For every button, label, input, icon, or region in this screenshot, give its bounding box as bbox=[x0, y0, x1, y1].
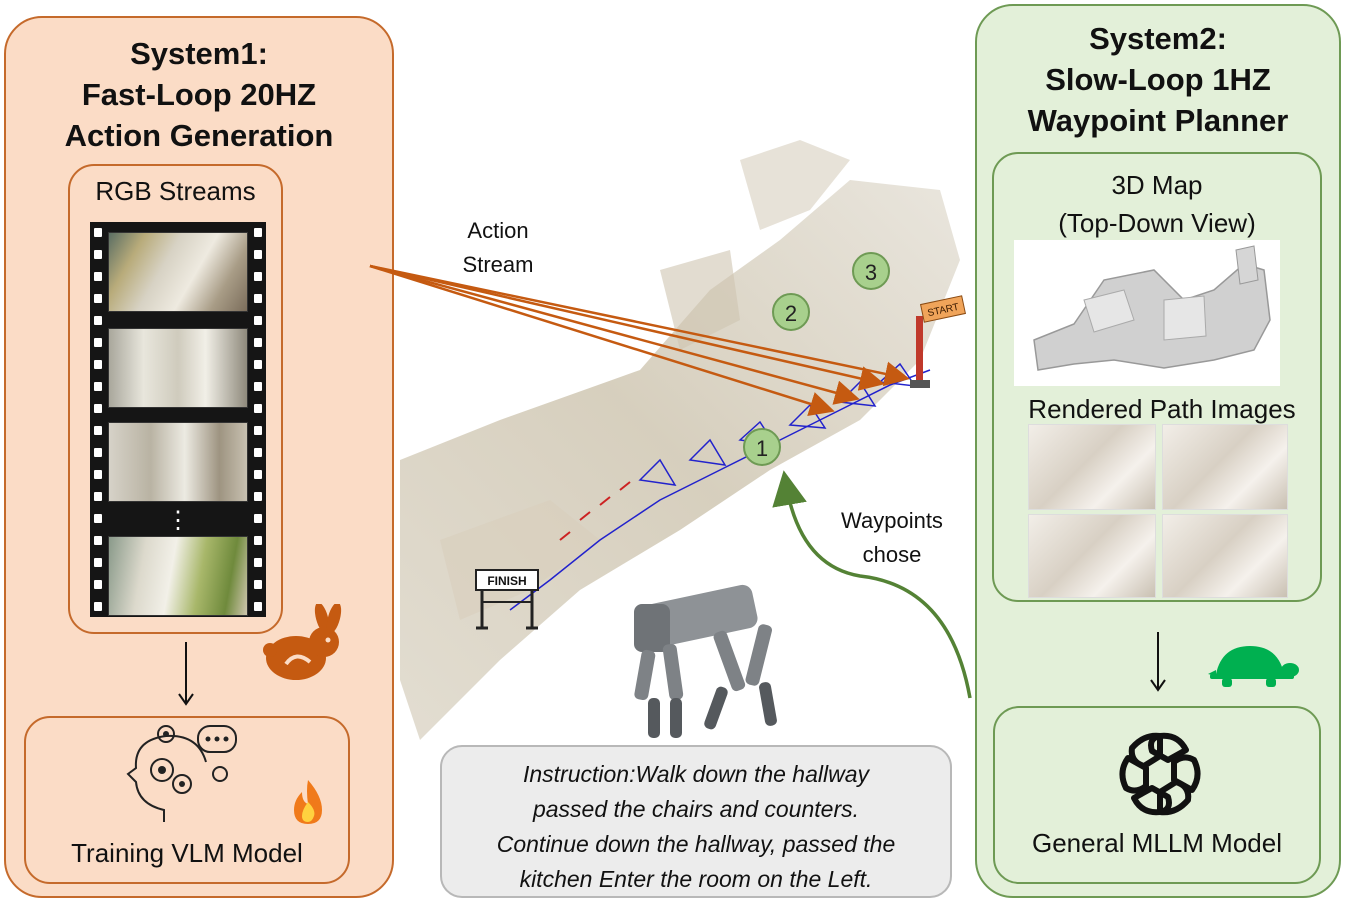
action-stream-arrows bbox=[369, 264, 910, 416]
rendered-path-image-2 bbox=[1162, 424, 1288, 510]
waypoints-chose-line2: chose bbox=[862, 542, 922, 567]
system1-down-arrow bbox=[178, 642, 194, 706]
system2-title-line1: System2: bbox=[1089, 21, 1227, 56]
fire-icon bbox=[294, 780, 322, 824]
rabbit-icon bbox=[263, 604, 342, 680]
system2-title-line3: Waypoint Planner bbox=[1027, 103, 1289, 138]
point-cloud-map bbox=[400, 140, 960, 740]
instruction-box: Instruction:Walk down the hallway passed… bbox=[440, 745, 952, 898]
finish-gate-icon: FINISH bbox=[475, 569, 539, 630]
rgb-frame-1 bbox=[108, 232, 248, 312]
rendered-path-image-3 bbox=[1028, 514, 1156, 598]
rgb-streams-box bbox=[68, 164, 283, 634]
top-down-map-image bbox=[1014, 240, 1280, 386]
system1-title-line2: Fast-Loop 20HZ bbox=[81, 77, 317, 112]
general-mllm-label: General MLLM Model bbox=[1032, 828, 1282, 858]
training-vlm-label: Training VLM Model bbox=[71, 838, 303, 868]
rgb-film-strip: ⋮ bbox=[90, 222, 266, 617]
action-stream-line2: Stream bbox=[462, 252, 534, 277]
rgb-frame-2 bbox=[108, 328, 248, 408]
action-stream-label: Action Stream bbox=[430, 214, 566, 282]
waypoint-3-marker: 3 bbox=[852, 252, 890, 290]
map-label-line2: (Top-Down View) bbox=[1058, 208, 1256, 238]
instruction-line3: Continue down the hallway, passed the bbox=[496, 831, 896, 857]
training-vlm-box bbox=[24, 716, 350, 884]
instruction-line2: passed the chairs and counters. bbox=[532, 796, 860, 822]
instruction-line1: Instruction:Walk down the hallway bbox=[522, 761, 870, 787]
general-mllm-box bbox=[993, 706, 1321, 884]
action-stream-line1: Action bbox=[467, 218, 529, 243]
instruction-line4: kitchen Enter the room on the Left. bbox=[519, 866, 873, 892]
rgb-frame-4 bbox=[108, 536, 248, 616]
turtle-icon bbox=[1208, 646, 1299, 687]
system2-title: System2: Slow-Loop 1HZ Waypoint Planner bbox=[975, 18, 1341, 141]
rendered-path-label: Rendered Path Images bbox=[1028, 394, 1296, 424]
rgb-streams-label: RGB Streams bbox=[95, 176, 256, 206]
rendered-path-image-4 bbox=[1162, 514, 1288, 598]
waypoint-1-marker: 1 bbox=[743, 428, 781, 466]
frames-ellipsis: ⋮ bbox=[166, 507, 190, 534]
system1-title: System1: Fast-Loop 20HZ Action Generatio… bbox=[4, 33, 394, 156]
waypoint-2-marker: 2 bbox=[772, 293, 810, 331]
map-label: 3D Map (Top-Down View) bbox=[992, 166, 1322, 242]
waypoints-chose-arrow bbox=[772, 470, 972, 699]
finish-sign-text: FINISH bbox=[487, 574, 526, 588]
system2-down-arrow bbox=[1150, 632, 1166, 692]
system2-title-line2: Slow-Loop 1HZ bbox=[1045, 62, 1271, 97]
map-label-line1: 3D Map bbox=[1111, 170, 1203, 200]
waypoints-chose-line1: Waypoints bbox=[841, 508, 943, 533]
waypoints-chose-label: Waypoints chose bbox=[818, 504, 966, 572]
map-box bbox=[992, 152, 1322, 602]
rendered-path-image-1 bbox=[1028, 424, 1156, 510]
start-flag-icon: START bbox=[910, 295, 967, 388]
system1-title-line1: System1: bbox=[130, 36, 268, 71]
robot-dog-image bbox=[634, 584, 777, 738]
rgb-frame-3 bbox=[108, 422, 248, 502]
openai-logo-icon bbox=[1119, 732, 1201, 816]
brain-gears-icon bbox=[126, 725, 237, 822]
system1-title-line3: Action Generation bbox=[64, 118, 334, 153]
